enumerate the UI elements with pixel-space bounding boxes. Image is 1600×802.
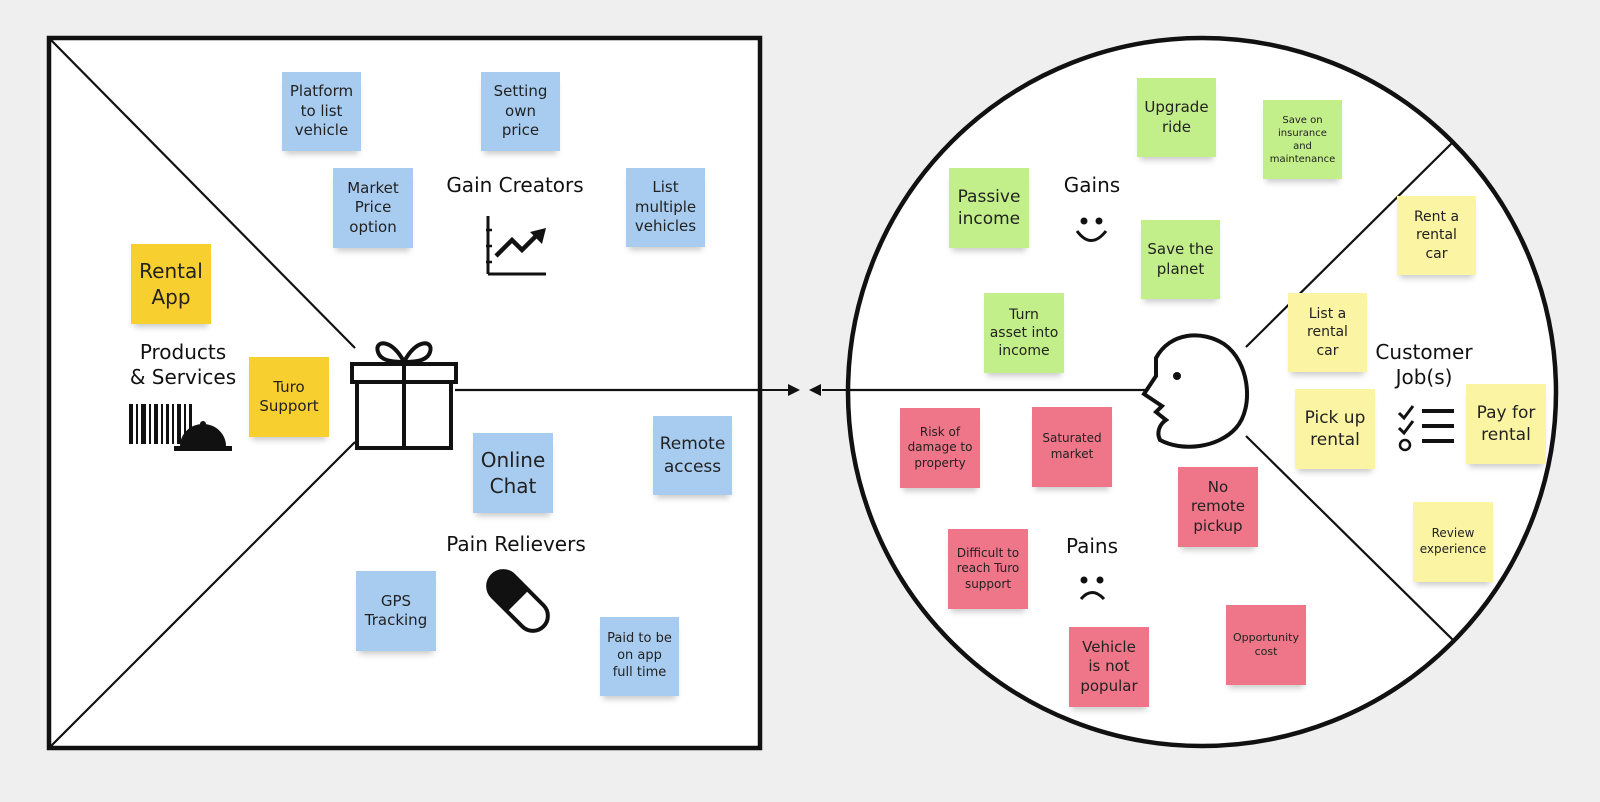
customer-divider-bottom bbox=[1245, 435, 1454, 641]
sticky-note-pain[interactable]: Saturated market bbox=[1032, 407, 1112, 487]
sticky-note-gain[interactable]: Upgrade ride bbox=[1137, 78, 1216, 157]
sticky-note-gain[interactable]: Save the planet bbox=[1141, 220, 1220, 299]
arrow-left-head bbox=[809, 384, 821, 396]
face-profile-icon bbox=[1141, 333, 1249, 449]
sticky-note-pain[interactable]: Vehicle is not popular bbox=[1069, 627, 1149, 707]
pill-icon bbox=[486, 569, 550, 633]
arrow-right-head bbox=[788, 384, 800, 396]
customer-jobs-label: Customer Job(s) bbox=[1375, 340, 1473, 389]
products-services-label: Products & Services bbox=[129, 340, 237, 389]
customer-divider-top bbox=[1245, 141, 1454, 348]
sticky-note-pain[interactable]: Opportunity cost bbox=[1226, 605, 1306, 685]
value-map-diagonal-top bbox=[50, 39, 356, 349]
sticky-note-pain[interactable]: No remote pickup bbox=[1178, 467, 1258, 547]
sticky-note-customer-job[interactable]: Pay for rental bbox=[1466, 384, 1546, 464]
sticky-note-gain-creator[interactable]: Platform to list vehicle bbox=[282, 72, 361, 151]
sticky-note-gain-creator[interactable]: Setting own price bbox=[481, 72, 560, 151]
sticky-note-customer-job[interactable]: List a rental car bbox=[1288, 293, 1367, 372]
sticky-note-gain[interactable]: Passive income bbox=[949, 168, 1029, 248]
sticky-note-pain-reliever[interactable]: Online Chat bbox=[473, 433, 553, 513]
sticky-note-gain-creator[interactable]: List multiple vehicles bbox=[626, 168, 705, 247]
gain-creators-label: Gain Creators bbox=[446, 173, 584, 197]
sticky-note-product[interactable]: Rental App bbox=[131, 244, 211, 324]
sticky-note-customer-job[interactable]: Rent a rental car bbox=[1397, 196, 1476, 275]
pains-label: Pains bbox=[1065, 534, 1119, 558]
frown-icon bbox=[1079, 576, 1106, 601]
sticky-note-product[interactable]: Turo Support bbox=[249, 357, 329, 437]
sticky-note-pain[interactable]: Difficult to reach Turo support bbox=[948, 529, 1028, 609]
barcode-bell-icon bbox=[129, 404, 232, 451]
pain-relievers-label: Pain Relievers bbox=[446, 532, 586, 556]
sticky-note-pain-reliever[interactable]: Paid to be on app full time bbox=[600, 617, 679, 696]
gains-label: Gains bbox=[1063, 173, 1121, 197]
sticky-note-customer-job[interactable]: Review experience bbox=[1413, 502, 1493, 582]
sticky-note-customer-job[interactable]: Pick up rental bbox=[1295, 389, 1375, 469]
gift-icon bbox=[350, 341, 458, 450]
sticky-note-gain-creator[interactable]: Market Price option bbox=[333, 168, 413, 248]
value-map-diagonal-bottom bbox=[50, 441, 356, 747]
trending-chart-icon bbox=[486, 216, 546, 276]
sticky-note-pain[interactable]: Risk of damage to property bbox=[900, 408, 980, 488]
sticky-note-pain-reliever[interactable]: Remote access bbox=[653, 416, 732, 495]
sticky-note-gain[interactable]: Save on insurance and maintenance bbox=[1263, 100, 1342, 179]
smile-icon bbox=[1075, 217, 1108, 242]
sticky-note-gain[interactable]: Turn asset into income bbox=[984, 293, 1064, 373]
sticky-note-pain-reliever[interactable]: GPS Tracking bbox=[356, 571, 436, 651]
checklist-icon bbox=[1397, 405, 1454, 452]
